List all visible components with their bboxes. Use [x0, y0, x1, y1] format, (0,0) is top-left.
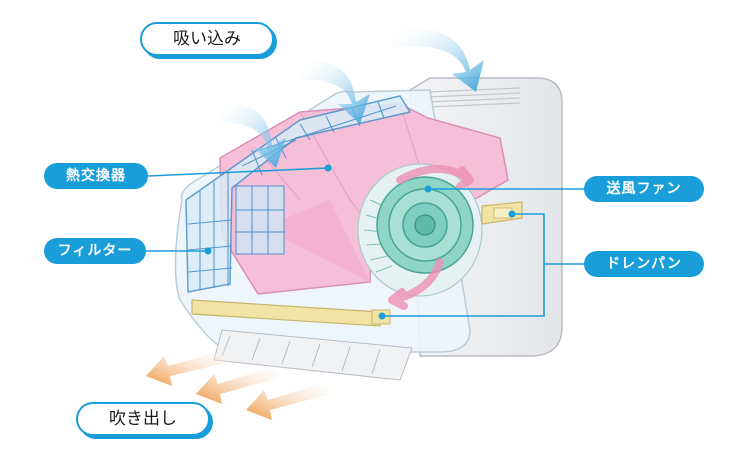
filter-label: フィルター [44, 238, 146, 264]
heat-exchanger-label: 熱交換器 [44, 163, 148, 189]
intake-arrow-icon [300, 60, 370, 124]
airflow-arrow-icon [388, 258, 444, 310]
intake-label: 吸い込み [140, 22, 274, 56]
outlet-arrow-icon [196, 366, 280, 404]
intake-arrow-icon [390, 28, 484, 92]
leader-lines [146, 167, 584, 317]
outlet-arrow-icon [246, 382, 330, 420]
drain-pan-label: ドレンパン [584, 251, 704, 277]
outlet-arrow-icon [146, 350, 230, 386]
outlet-label: 吹き出し [76, 402, 210, 436]
intake-arrow-icon [218, 103, 286, 168]
blower-fan [357, 163, 483, 297]
filter [185, 95, 412, 293]
drain-pan-front [191, 299, 381, 327]
airflow-arrow-icon [396, 165, 474, 190]
fan-label: 送風ファン [584, 176, 704, 202]
louvers [213, 329, 413, 381]
